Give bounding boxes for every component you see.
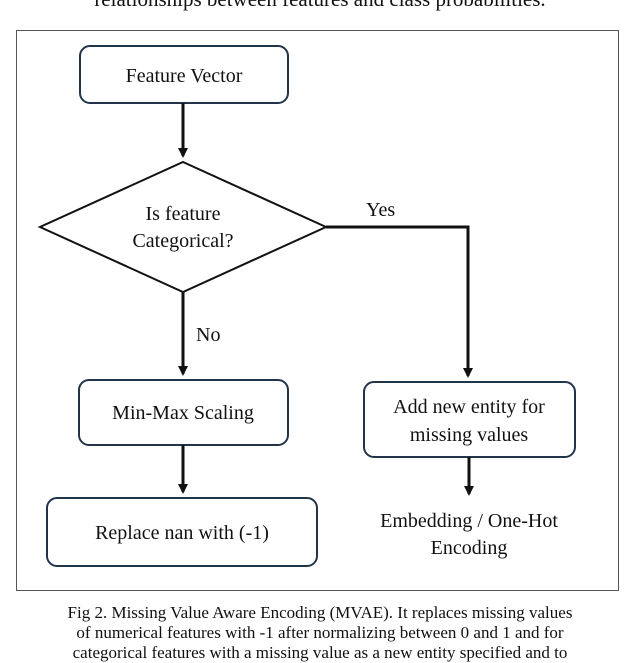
decision-label-line2: Categorical? [132, 230, 233, 252]
figure-frame [16, 30, 619, 591]
add-entity-label-line1: Add new entity for [393, 396, 545, 418]
decision-label-line1: Is feature [146, 203, 221, 225]
embedding-label-line2: Encoding [431, 537, 508, 559]
min-max-label: Min-Max Scaling [112, 402, 254, 424]
yes-label: Yes [366, 199, 395, 221]
embedding-label-line1: Embedding / One-Hot [380, 510, 558, 532]
add-entity-label-line2: missing values [410, 424, 529, 446]
preceding-text-line: relationships between features and class… [0, 0, 640, 12]
replace-nan-box [46, 497, 318, 567]
caption-line-2: of numerical features with -1 after norm… [76, 623, 564, 642]
replace-nan-label: Replace nan with (-1) [95, 522, 269, 544]
caption-line-3: categorical features with a missing valu… [72, 643, 568, 662]
decision-diamond [37, 160, 329, 294]
caption-line-1: Fig 2. Missing Value Aware Encoding (MVA… [67, 603, 573, 622]
flowchart: Feature Vector Is feature Categorical? N… [37, 45, 576, 567]
no-label: No [196, 324, 220, 346]
feature-vector-label: Feature Vector [126, 65, 243, 87]
arrow-yes-branch [326, 225, 473, 378]
